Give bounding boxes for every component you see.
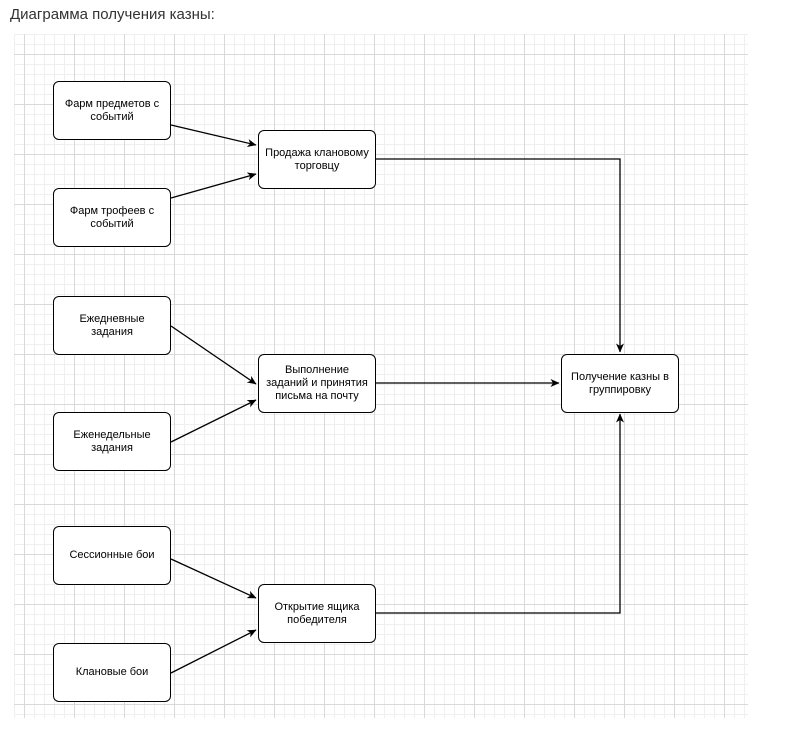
node-complete-tasks[interactable]: Выполнение заданий и принятия письма на … <box>258 354 376 413</box>
node-clan-fights[interactable]: Клановые бои <box>53 643 171 702</box>
node-farm-trophies[interactable]: Фарм трофеев с событий <box>53 188 171 247</box>
node-sell-trader-label: Продажа клановому торговцу <box>265 146 369 172</box>
node-open-chest-label: Открытие ящика победителя <box>274 600 360 626</box>
node-treasury-label: Получение казны в группировку <box>571 370 669 396</box>
node-weekly-tasks[interactable]: Еженедельные задания <box>53 412 171 471</box>
node-treasury[interactable]: Получение казны в группировку <box>561 354 679 413</box>
node-farm-trophies-label: Фарм трофеев с событий <box>69 204 155 230</box>
node-session-fights-label: Сессионные бои <box>69 549 155 561</box>
node-farm-items[interactable]: Фарм предметов с событий <box>53 81 171 140</box>
node-daily-tasks-label: Ежедневные задания <box>79 312 145 338</box>
node-clan-fights-label: Клановые бои <box>75 666 149 678</box>
node-session-fights[interactable]: Сессионные бои <box>53 526 171 585</box>
page-title: Диаграмма получения казны: <box>10 6 215 23</box>
node-farm-items-label: Фарм предметов с событий <box>64 97 160 123</box>
node-complete-tasks-label: Выполнение заданий и принятия письма на … <box>266 364 368 402</box>
node-weekly-tasks-label: Еженедельные задания <box>73 428 151 454</box>
node-daily-tasks[interactable]: Ежедневные задания <box>53 296 171 355</box>
node-open-chest[interactable]: Открытие ящика победителя <box>258 584 376 643</box>
node-sell-trader[interactable]: Продажа клановому торговцу <box>258 130 376 189</box>
